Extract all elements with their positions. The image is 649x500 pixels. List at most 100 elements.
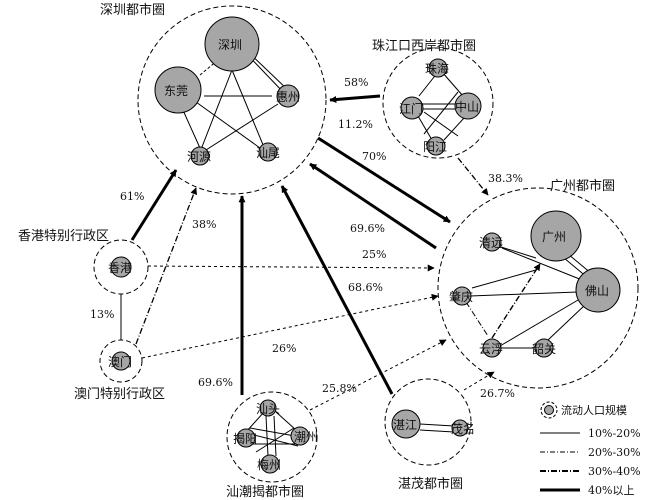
city-node-shenzhen [204,16,260,72]
region-circle-sz [137,5,327,195]
legend-label-10-20: 10%-20% [588,427,641,440]
legend-label-40-plus: 40%以上 [588,484,634,497]
link-dongguan-heyuan [181,107,201,149]
city-node-huizhou [276,84,300,108]
region-circle-st [226,391,318,483]
link-zhanjiang-maoming [419,423,455,427]
city-label-xianggang: 香港 [108,261,132,275]
city-label-chaozhou: 潮州 [294,429,318,444]
city-labels: 深圳 东莞 惠州 河源 汕尾 珠海 江门 中山 阳江 广州 清远 佛山 肇庆 云… [108,38,609,472]
link-dongguan-shenzhen [199,59,219,76]
city-label-zhongshan: 中山 [455,99,479,114]
city-node-guangzhou [530,210,582,262]
region-label-st: 汕潮揭都市圈 [226,484,304,500]
city-node-yangjiang [426,136,446,156]
internal-links [120,46,593,457]
city-label-maoming: 茂名 [451,421,475,436]
link-zhaoqing-guangzhou [471,269,537,289]
city-label-heyuan: 河源 [187,150,211,164]
link-qingyuan-foshan [501,247,583,281]
link-jiangmen-yangjiang [417,115,433,141]
city-node-shaoguan [534,338,554,358]
region-circle-zm [384,378,472,466]
flow-arrow-st-gz [309,339,447,411]
flow-label-zj-gz: 38.3% [488,172,523,185]
city-label-yangjiang: 阳江 [423,140,447,154]
link-yunfu-guangzhou [491,263,541,339]
city-label-jiangmen: 江门 [399,101,423,116]
city-node-xianggang [110,256,132,278]
flow-label-gz-sz: 69.6% [350,222,385,235]
flow-arrow-mo-gz [141,293,439,359]
flow-label-zm-gz: 26.7% [480,387,515,400]
city-label-shaoguan: 韶关 [532,341,556,356]
link-cross-2 [423,91,459,135]
link-yunfu-foshan [499,299,579,347]
link-shenzhen-shanwei [231,69,267,153]
flow-label-zj-sz: 58% [344,76,368,89]
city-label-yunfu: 云浮 [479,342,503,356]
city-label-zhaoqing: 肇庆 [449,289,473,304]
city-node-zhongshan [454,92,482,120]
flow-arrow-sz-gz [317,136,451,224]
link-shantou-meizhou-2 [273,415,277,457]
city-label-foshan: 佛山 [585,284,609,298]
link-zhongshan-yangjiang [443,117,465,141]
link-heyuan-huizhou [205,103,279,151]
inter-region-flows [130,94,495,411]
city-label-huizhou: 惠州 [276,90,300,104]
link-jieyang-chaozhou [249,427,296,437]
region-circle-zj [382,47,494,159]
city-label-zhuhai: 珠海 [425,61,449,76]
city-node-shantou [259,399,277,417]
flow-arrow-hk-gz [147,264,435,272]
region-label-sz: 深圳都市圈 [100,2,165,18]
link-zhaoqing-yunfu [465,301,489,337]
flow-label-sz-zj: 11.2% [338,118,373,131]
flow-label-zm-sz: 26% [272,342,296,355]
region-circles [93,5,639,483]
city-node-zhuhai [428,58,448,78]
link-cross-1 [423,111,459,137]
city-node-qingyuan [482,232,502,252]
city-label-meizhou: 梅州 [257,457,281,472]
flow-labels: 58% 11.2% 70% 38.3% 61% 38% 69.6% 25% 13… [90,76,523,400]
flow-arrow-zj-gz [457,157,489,196]
city-label-shanwei: 汕尾 [256,146,280,160]
city-label-aomen: 澳门 [108,354,132,369]
link-cross-st2 [255,427,295,453]
legend-label-30-40: 30%-40% [588,465,641,478]
link-shaoguan-foshan [547,303,587,341]
city-node-meizhou [260,454,280,474]
city-node-maoming [451,419,469,437]
link-shantou-chaozhou [275,411,297,431]
flow-label-st-sz: 69.6% [198,376,233,389]
city-label-shenzhen: 深圳 [218,38,242,52]
region-label-hk: 香港特别行政区 [18,229,109,244]
link-zhuhai-zhongshan [441,71,464,97]
flow-label-mo-sz: 38% [192,218,216,231]
city-node-jieyang [236,428,256,448]
city-label-dongguan: 东莞 [164,84,188,98]
link-shantou-jieyang [245,411,265,433]
flow-arrow-zj-sz [329,94,381,103]
city-node-foshan [575,267,621,313]
flow-label-mo-gz: 68.6% [348,281,383,294]
city-nodes [110,16,621,474]
city-node-dongguan [154,66,202,114]
region-label-gz: 广州都市圈 [550,178,615,194]
flow-label-hk-mo: 13% [90,308,114,321]
city-node-chaozhou [290,426,310,446]
flow-label-st-gz: 25.8% [322,382,357,395]
link-qingyuan-guangzhou [497,245,537,259]
region-circle-gz [437,187,639,389]
city-label-zhanjiang: 湛江 [393,418,417,432]
legend-label-20-30: 20%-30% [588,446,641,459]
flow-arrow-hk-sz [130,169,178,241]
link-dongguan-shanwei [195,101,261,149]
flow-arrow-mo-sz [135,187,198,345]
link-shenzhen-heyuan [199,69,233,153]
city-label-shantou: 汕头 [256,402,280,416]
legend: 流动人口规模 10%-20% 20%-30% 30%-40% 40%以上 [530,393,646,497]
